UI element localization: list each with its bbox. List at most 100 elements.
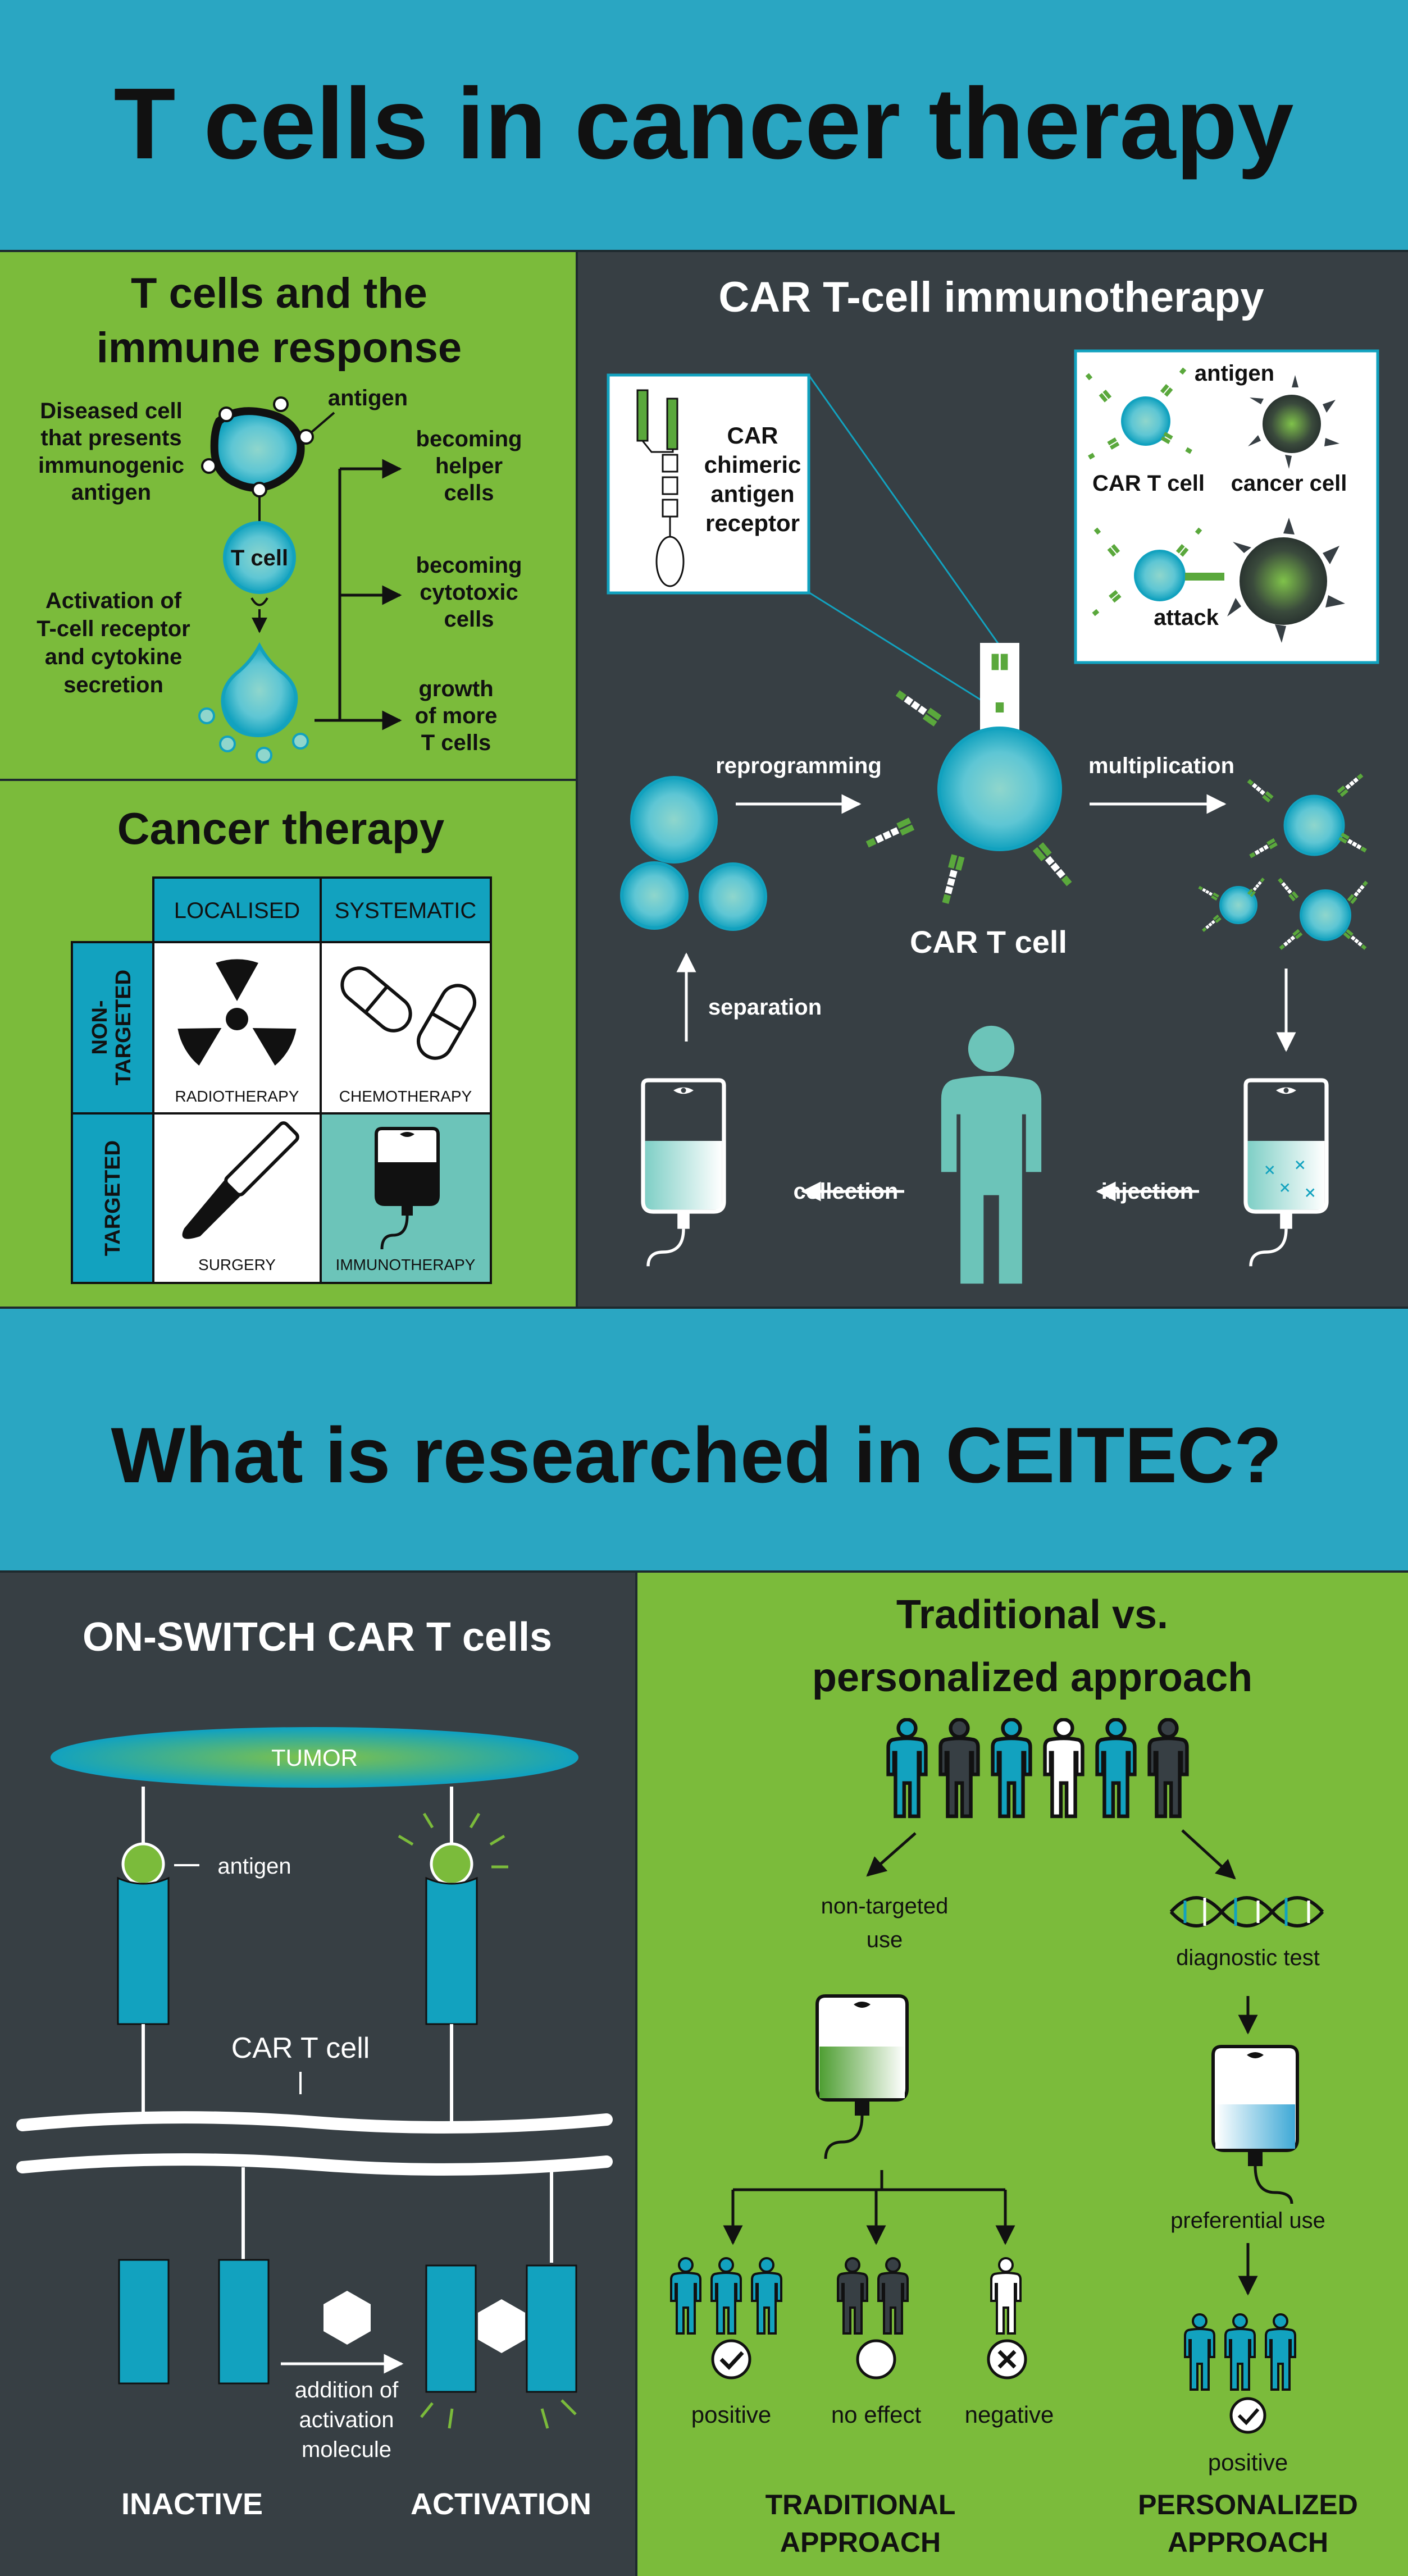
iv-bag-icon: [375, 1127, 440, 1250]
outcome-helper-1: becoming: [416, 427, 522, 451]
multiplied-cells: [1197, 771, 1370, 952]
check-icon: [711, 2339, 751, 2379]
preferential-use-label: preferential use: [1170, 2208, 1325, 2233]
attack-car-t-label: CAR T cell: [1092, 471, 1205, 496]
positive-label: positive: [691, 2401, 771, 2428]
receptor-intracellular: [118, 2259, 577, 2393]
activation-label: ACTIVATION: [411, 2487, 591, 2521]
collection-bag-icon: [643, 1080, 724, 1266]
negative-label: negative: [965, 2401, 1054, 2428]
pill-icon: [340, 966, 476, 1060]
car-t-cell-label: CAR T cell: [910, 924, 1067, 960]
outcome-growth-2: of more: [415, 704, 498, 728]
onswitch-title: ON-SWITCH CAR T cells: [83, 1615, 552, 1660]
t-cell-label: T cell: [231, 546, 288, 570]
panel-dividers: [0, 250, 1408, 2576]
attack-cancer-label: cancer cell: [1231, 471, 1347, 496]
addition-label-2: activation: [299, 2408, 394, 2432]
receptor-extracellular: [117, 1876, 478, 2025]
car-t-section: CAR T-cell immunotherapy CAR chimeric an…: [607, 273, 1379, 1284]
non-targeted-label-2: use: [867, 1928, 903, 1952]
main-car-t-cell: [864, 687, 1075, 905]
traditional-label-1: TRADITIONAL: [765, 2489, 956, 2520]
activation-label-1: Activation of: [45, 588, 182, 613]
outcome-growth-1: growth: [418, 677, 493, 701]
car-inset-label-2: chimeric: [704, 451, 801, 478]
activation-sparks: [420, 2399, 577, 2429]
process-arrows: [676, 794, 1296, 1202]
activated-t-cell-icon: [221, 642, 298, 738]
page-title: T cells in cancer therapy: [114, 67, 1294, 180]
reprogramming-label: reprogramming: [716, 753, 882, 778]
diseased-cell-label-2: that presents: [40, 426, 181, 450]
immune-title-line1: T cells and the: [131, 270, 427, 317]
outcome-helper-2: helper: [435, 454, 503, 478]
outcome-arrows: [315, 459, 402, 730]
car-inset-label-3: antigen: [710, 481, 794, 507]
outcome-helper-3: cells: [444, 481, 494, 505]
diseased-cell-label-3: immunogenic: [38, 453, 184, 478]
injection-bag-icon: [1246, 1080, 1327, 1266]
outcome-cytotoxic-1: becoming: [416, 553, 522, 578]
approach-title-line2: personalized approach: [812, 1655, 1252, 1700]
radiotherapy-label: RADIOTHERAPY: [175, 1088, 299, 1105]
attack-inset: [1074, 349, 1379, 664]
activation-molecule-icon: [323, 2291, 371, 2345]
approach-title-line1: Traditional vs.: [896, 1592, 1168, 1637]
car-t-title: CAR T-cell immunotherapy: [718, 273, 1264, 321]
chemotherapy-label: CHEMOTHERAPY: [339, 1088, 472, 1105]
diseased-cell-label-4: antigen: [71, 480, 151, 505]
onswitch-car-t-label: CAR T cell: [231, 2032, 370, 2065]
personal-check-icon: [1229, 2397, 1266, 2434]
scalpel-icon: [182, 1121, 299, 1239]
traditional-bag-icon: [815, 1994, 909, 2159]
personalized-bag-icon: [1211, 2045, 1299, 2204]
radiation-icon: [177, 959, 297, 1066]
tumor-ellipse: [51, 1727, 578, 1788]
row-nontargeted-label-2: TARGETED: [112, 970, 135, 1085]
diseased-cell-icon: [201, 396, 335, 497]
traditional-branch: [723, 2170, 1015, 2245]
outcome-growth-3: T cells: [421, 730, 491, 755]
attack-antigen-label: antigen: [1195, 361, 1274, 386]
row-header-targeted: [71, 1112, 154, 1284]
cancer-therapy-section: Cancer therapy LOCALISED SYSTEMATIC NON-…: [71, 803, 492, 1284]
outcome-cytotoxic-2: cytotoxic: [420, 580, 518, 605]
no-effect-label: no effect: [831, 2401, 922, 2428]
approach-section: Traditional vs. personalized approach no…: [671, 1592, 1358, 2558]
cell-membrane: [16, 2111, 613, 2176]
car-inset-label-4: receptor: [705, 510, 800, 536]
injection-label: injection: [1101, 1179, 1193, 1204]
cross-icon: [987, 2339, 1027, 2379]
positive-personal-label: positive: [1208, 2449, 1288, 2475]
tumor-label: TUMOR: [271, 1744, 358, 1771]
separation-label: separation: [708, 995, 822, 1020]
col-localised-label: LOCALISED: [174, 898, 300, 923]
surgery-label: SURGERY: [198, 1256, 276, 1273]
car-inset-label-1: CAR: [727, 422, 778, 449]
activation-label-3: and cytokine: [45, 645, 183, 669]
col-systematic-label: SYSTEMATIC: [335, 898, 477, 923]
antigen-left: [121, 1842, 165, 1886]
outcome-cytotoxic-3: cells: [444, 607, 494, 632]
activation-label-4: secretion: [63, 673, 163, 697]
row-nontargeted-label-1: NON-: [88, 1000, 112, 1054]
traditional-label-2: APPROACH: [780, 2527, 941, 2558]
activation-glow: [398, 1812, 508, 1869]
collection-label: collection: [794, 1179, 899, 1204]
row-targeted-label: TARGETED: [101, 1140, 125, 1256]
non-targeted-label-1: non-targeted: [821, 1894, 949, 1919]
neutral-circle-icon: [856, 2339, 896, 2379]
onswitch-antigen-label: antigen: [217, 1854, 291, 1879]
activation-label-2: T-cell receptor: [37, 616, 190, 641]
immune-response-section: T cells and the immune response Diseased…: [37, 270, 522, 764]
separated-cells: [620, 776, 767, 931]
activation-chevron: [252, 597, 267, 632]
branch-arrows: [866, 1829, 1236, 1880]
addition-label-1: addition of: [295, 2378, 399, 2403]
middle-banner: [0, 1308, 1408, 1572]
diseased-cell-label-1: Diseased cell: [40, 399, 183, 423]
top-banner: [0, 0, 1408, 251]
dna-icon: [1169, 1896, 1324, 1928]
